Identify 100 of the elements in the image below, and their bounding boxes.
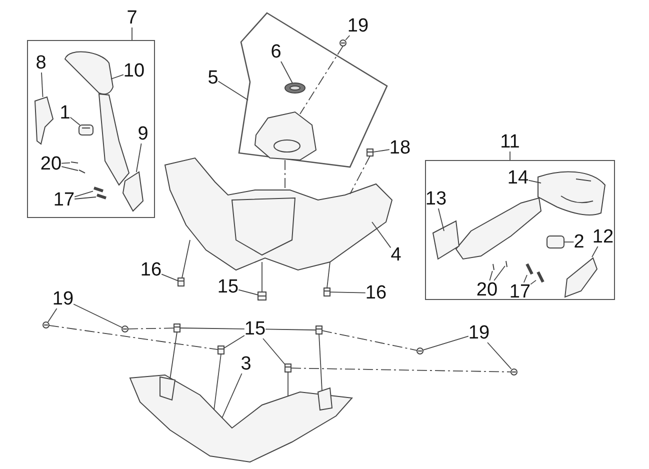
callout-number: 18	[389, 138, 411, 158]
housing-drawing	[255, 112, 316, 160]
callout-number: 16	[140, 260, 162, 280]
clip-drawing	[174, 324, 180, 332]
cap-drawing	[79, 125, 93, 135]
callout-number: 19	[347, 16, 369, 36]
leader-line	[345, 35, 350, 40]
leader-line	[41, 72, 44, 98]
group-frame	[425, 160, 615, 300]
bolt-drawing	[536, 271, 545, 283]
leader-line	[74, 190, 94, 198]
callout-number: 19	[52, 290, 74, 308]
leader-line	[222, 373, 242, 418]
leader-line	[110, 74, 124, 80]
leader-line	[214, 354, 222, 410]
bracket-drawing	[35, 97, 53, 144]
screw-drawing	[78, 169, 86, 174]
screw-drawing	[43, 322, 49, 328]
callout-number: 19	[468, 324, 490, 342]
screw-drawing	[492, 263, 495, 271]
grommet-drawing	[285, 83, 305, 93]
callout-number: 15	[217, 278, 239, 296]
leader-line	[161, 274, 178, 282]
callout-number: 14	[507, 168, 529, 188]
screw-drawing	[122, 326, 128, 332]
callout-number: 9	[138, 124, 148, 144]
leader-line	[489, 270, 493, 281]
callout-number: 5	[208, 68, 218, 88]
leader-line	[530, 280, 536, 285]
assembly-line	[322, 330, 418, 351]
leader-line	[218, 80, 248, 100]
assembly-line	[128, 328, 174, 330]
assembly-line	[350, 156, 370, 194]
callout-number: 15	[244, 320, 266, 338]
callout-number: 13	[425, 190, 447, 208]
callout-number: 1	[60, 104, 70, 122]
clip-drawing	[367, 149, 373, 156]
bolt-drawing	[96, 193, 107, 200]
leader-line	[265, 328, 316, 330]
leader-line	[48, 308, 58, 322]
leader-line	[224, 335, 245, 349]
bracket-drawing	[565, 257, 597, 297]
callout-number: 20	[476, 280, 498, 300]
bracket-drawing	[123, 172, 143, 211]
leader-line	[70, 116, 80, 126]
leader-line	[182, 240, 190, 278]
leader-line	[318, 334, 322, 392]
clip-drawing	[316, 326, 322, 334]
leader-line	[438, 208, 444, 232]
callout-number: 3	[240, 354, 252, 374]
cap-drawing	[547, 236, 564, 248]
leader-line	[180, 328, 245, 330]
leader-line	[487, 342, 512, 370]
leader-line	[528, 180, 542, 184]
leader-line	[136, 143, 142, 172]
callout-number: 17	[509, 282, 531, 302]
bolt-drawing	[93, 186, 104, 193]
assembly-line	[284, 160, 286, 190]
bolt-drawing	[525, 263, 534, 275]
leader-line	[422, 336, 469, 351]
leader-line	[330, 292, 366, 294]
leader-line	[592, 246, 598, 258]
screw-drawing	[417, 348, 423, 354]
callout-number: 17	[53, 190, 75, 210]
screw-drawing	[340, 40, 346, 46]
callout-number: 20	[40, 154, 62, 174]
callout-number: 16	[365, 284, 387, 302]
clip-drawing	[178, 278, 184, 286]
leader-line	[61, 166, 78, 171]
assembly-line	[300, 46, 344, 114]
screw-drawing	[505, 260, 508, 268]
cover-drawing	[165, 158, 392, 270]
leader-line	[74, 196, 96, 200]
screw-drawing	[511, 369, 517, 375]
assembly-line	[290, 368, 512, 372]
leader-line	[326, 262, 330, 288]
callout-number: 2	[574, 232, 584, 252]
mirror-drawing	[65, 51, 113, 97]
plate-drawing	[433, 221, 459, 259]
leader-line	[494, 266, 506, 281]
callout-number: 11	[500, 132, 520, 152]
cover-drawing	[130, 375, 352, 462]
assembly-line	[48, 324, 218, 350]
callout-number: 4	[390, 246, 402, 264]
callout-number: 12	[592, 228, 614, 246]
leader-line	[372, 222, 392, 248]
leader-line	[280, 61, 293, 84]
screw-drawing	[70, 161, 79, 164]
leader-line	[372, 149, 390, 153]
callout-number: 6	[270, 42, 282, 62]
callout-number: 7	[126, 8, 138, 28]
clip-drawing	[258, 292, 266, 300]
group-frame	[27, 40, 155, 218]
clip-drawing	[218, 346, 224, 354]
clip-drawing	[324, 288, 330, 296]
leader-line	[61, 162, 70, 164]
clip-drawing	[285, 364, 291, 372]
mirror-stem-drawing	[99, 93, 129, 185]
leader-line	[523, 274, 528, 283]
leader-line	[170, 332, 178, 380]
